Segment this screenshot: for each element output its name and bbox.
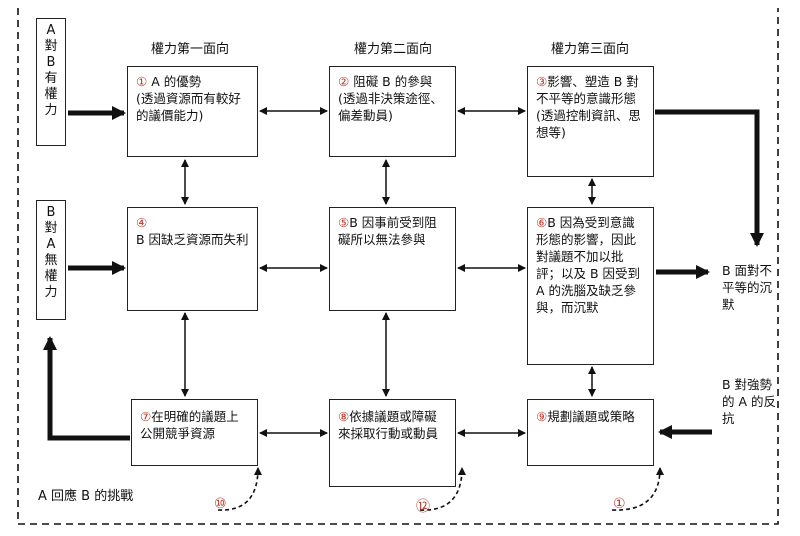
node-1-title: A 的優勢 (147, 74, 202, 89)
node-3-number: ③ (536, 74, 548, 89)
header-dimension-1: 權力第一面向 (150, 42, 229, 57)
feedback-curve-n8 (419, 467, 466, 511)
a-has-power-label: A 對 B 有 權 力 (36, 18, 66, 146)
node-2-number: ② (338, 74, 350, 89)
node-8-number: ⑧ (338, 409, 350, 424)
b-no-power-char-3: A (46, 237, 56, 252)
node-4-text: B 因缺乏資源而失利 (136, 232, 249, 247)
node-6-text: B 因為受到意識形態的影響，因此對議題不加以批評；以及 B 因受到 A 的洗腦及… (536, 215, 641, 315)
b-silence-outcome: B 面對不平等的沉默 (722, 263, 773, 312)
node-9-text: 規劃議題或策略 (547, 409, 635, 424)
feedback-curve-n7 (217, 467, 262, 511)
header-dimension-3: 權力第三面向 (550, 42, 629, 57)
a-has-power-char-2: 對 (44, 39, 58, 54)
node-open-competition: ⑦在明確的議題上公開競爭資源 (131, 399, 258, 466)
feedback-curve-n9 (611, 467, 664, 511)
loop-marker-1: ① (613, 496, 626, 512)
b-no-power-label: B 對 A 無 權 力 (36, 200, 66, 320)
node-9-number: ⑨ (536, 409, 548, 424)
b-no-power-char-1: B (46, 205, 56, 220)
node-5-text: B 因事前受到阻礙所以無法參與 (338, 215, 437, 247)
node-shape-ideology: ③影響、塑造 B 對不平等的意識形態(透過控制資訊、思想等) (527, 66, 654, 177)
node-b-blocked: ⑤B 因事前受到阻礙所以無法參與 (329, 207, 456, 311)
node-b-silent-ideology: ⑥B 因為受到意識形態的影響，因此對議題不加以批評；以及 B 因受到 A 的洗腦… (527, 207, 654, 365)
arrow-n7-to-b-label (43, 336, 130, 441)
node-2-title: 阻礙 B 的參與 (349, 74, 433, 89)
node-7-number: ⑦ (140, 409, 152, 424)
a-responds-label: A 回應 B 的挑戰 (38, 489, 134, 504)
b-no-power-char-4: 無 (44, 253, 58, 268)
arrow-n3-to-silence (655, 109, 764, 247)
header-dimension-2: 權力第二面向 (353, 42, 432, 57)
loop-marker-10: ⑩ (214, 496, 227, 512)
a-has-power-char-6: 力 (44, 103, 58, 118)
node-a-advantage: ① A 的優勢 (透過資源而有較好的議價能力) (127, 66, 258, 157)
b-no-power-char-6: 力 (44, 285, 58, 300)
node-4-number: ④ (136, 215, 148, 230)
node-block-b-participation: ② 阻礙 B 的參與 (透過非決策途徑、偏差動員) (329, 66, 456, 157)
a-has-power-char-5: 權 (44, 87, 58, 102)
a-has-power-char-1: A (46, 23, 56, 38)
node-b-lack-resources: ④ B 因缺乏資源而失利 (127, 207, 258, 311)
node-1-number: ① (136, 74, 148, 89)
outer-dashed-frame (17, 8, 779, 525)
a-has-power-char-4: 有 (44, 71, 58, 86)
node-mobilize-action: ⑧依據議題或障礙來採取行動或動員 (329, 399, 456, 487)
node-6-number: ⑥ (536, 215, 548, 230)
a-has-power-char-3: B (46, 55, 56, 70)
node-8-text: 依據議題或障礙來採取行動或動員 (338, 409, 439, 441)
node-2-detail: (透過非決策途徑、偏差動員) (338, 91, 443, 123)
node-3-text: 影響、塑造 B 對不平等的意識形態(透過控制資訊、思想等) (536, 74, 641, 140)
b-no-power-char-5: 權 (44, 269, 58, 284)
b-resistance-label: B 對強勢的 A 的反抗 (722, 377, 776, 426)
node-5-number: ⑤ (338, 215, 350, 230)
loop-marker-12: ⑫ (416, 499, 430, 515)
node-1-detail: (透過資源而有較好的議價能力) (136, 91, 241, 123)
node-7-text: 在明確的議題上公開競爭資源 (140, 409, 239, 441)
node-plan-strategy: ⑨規劃議題或策略 (527, 399, 654, 466)
b-no-power-char-2: 對 (44, 221, 58, 236)
